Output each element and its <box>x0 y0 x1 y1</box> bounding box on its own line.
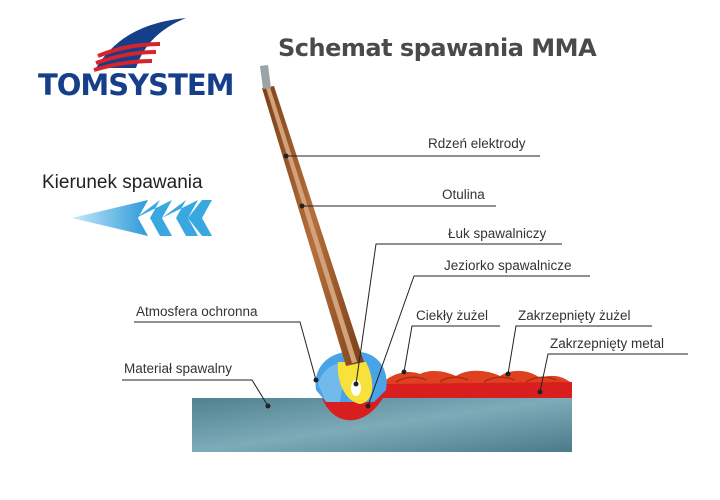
label-solid-slag: Zakrzepnięty żużel <box>518 308 631 323</box>
flag-swoosh-icon <box>93 18 186 72</box>
label-electrode-core: Rdzeń elektrody <box>428 136 526 151</box>
direction-label: Kierunek spawania <box>42 172 203 193</box>
tomsystem-logo <box>93 18 186 72</box>
base-material <box>192 398 572 452</box>
leader-dots <box>265 153 543 409</box>
leader-lines <box>122 155 688 407</box>
label-solid-metal: Zakrzepnięty metal <box>550 336 665 351</box>
solidified-slag <box>386 370 570 384</box>
label-liquid-slag: Ciekły żużel <box>416 308 489 323</box>
label-shield-gas: Atmosfera ochronna <box>136 304 258 319</box>
electrode-core-tip <box>260 65 271 89</box>
label-coating: Otulina <box>442 187 485 202</box>
solidified-metal <box>372 382 572 398</box>
page-title: Schemat spawania MMA <box>278 34 597 62</box>
label-weld-pool: Jeziorko spawalnicze <box>444 258 572 273</box>
label-arc: Łuk spawalniczy <box>448 226 547 241</box>
weld-pool-region <box>322 396 384 421</box>
brand-name: TOMSYSTEM <box>38 68 235 102</box>
direction-arrow-icon <box>72 200 212 236</box>
electrode <box>260 65 364 366</box>
label-base-material: Materiał spawalny <box>124 361 233 376</box>
